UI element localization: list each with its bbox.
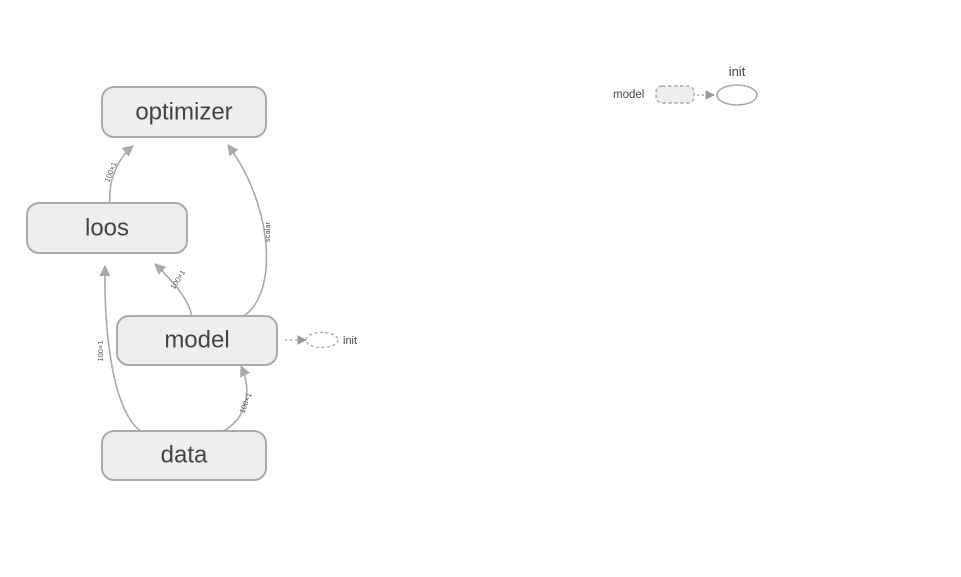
node-model-box <box>116 315 278 366</box>
legend-node-label: model <box>613 89 644 101</box>
node-model[interactable]: model <box>116 315 278 366</box>
node-optimizer-box <box>101 86 267 138</box>
edge-model-to-optimizer[interactable]: scalar <box>227 144 272 319</box>
edge-line <box>227 144 268 319</box>
node-data-box <box>101 430 267 481</box>
edge-data-to-loos[interactable]: 100×1 <box>96 264 143 433</box>
edge-model-to-loos[interactable]: 100×1 <box>154 263 193 319</box>
edge-label-model-optimizer: scalar <box>263 221 272 242</box>
legend-node-shape <box>655 85 695 104</box>
edge-line <box>221 364 251 433</box>
edge-label-data-model: 100×1 <box>238 392 254 415</box>
node-loos[interactable]: loos <box>26 202 188 254</box>
init-ellipse <box>305 331 339 349</box>
edge-line <box>154 263 193 319</box>
nodes-layer: optimizer loos model data <box>26 86 278 481</box>
node-model-label: model <box>164 326 229 353</box>
edge-line <box>99 264 143 433</box>
edge-line <box>108 145 134 204</box>
edge-loos-to-optimizer[interactable]: 100×1 <box>103 145 134 204</box>
legend-init-shape <box>716 84 758 106</box>
edge-label-data-loos: 100×1 <box>96 340 105 361</box>
node-optimizer-label: optimizer <box>135 98 232 125</box>
node-loos-label: loos <box>85 214 129 241</box>
node-loos-box <box>26 202 188 254</box>
legend: model init <box>613 64 758 106</box>
node-optimizer[interactable]: optimizer <box>101 86 267 138</box>
edges-layer: 100×1 scalar 100×1 100×1 100×1 <box>96 144 307 433</box>
edge-data-to-model[interactable]: 100×1 <box>221 364 254 433</box>
node-data[interactable]: data <box>101 430 267 481</box>
init-annotation-label: init <box>343 335 357 347</box>
edge-label-loos-optimizer: 100×1 <box>103 161 119 184</box>
legend-init-label: init <box>729 64 746 79</box>
node-data-label: data <box>161 441 208 468</box>
annotation-model-init[interactable]: init <box>305 331 357 349</box>
